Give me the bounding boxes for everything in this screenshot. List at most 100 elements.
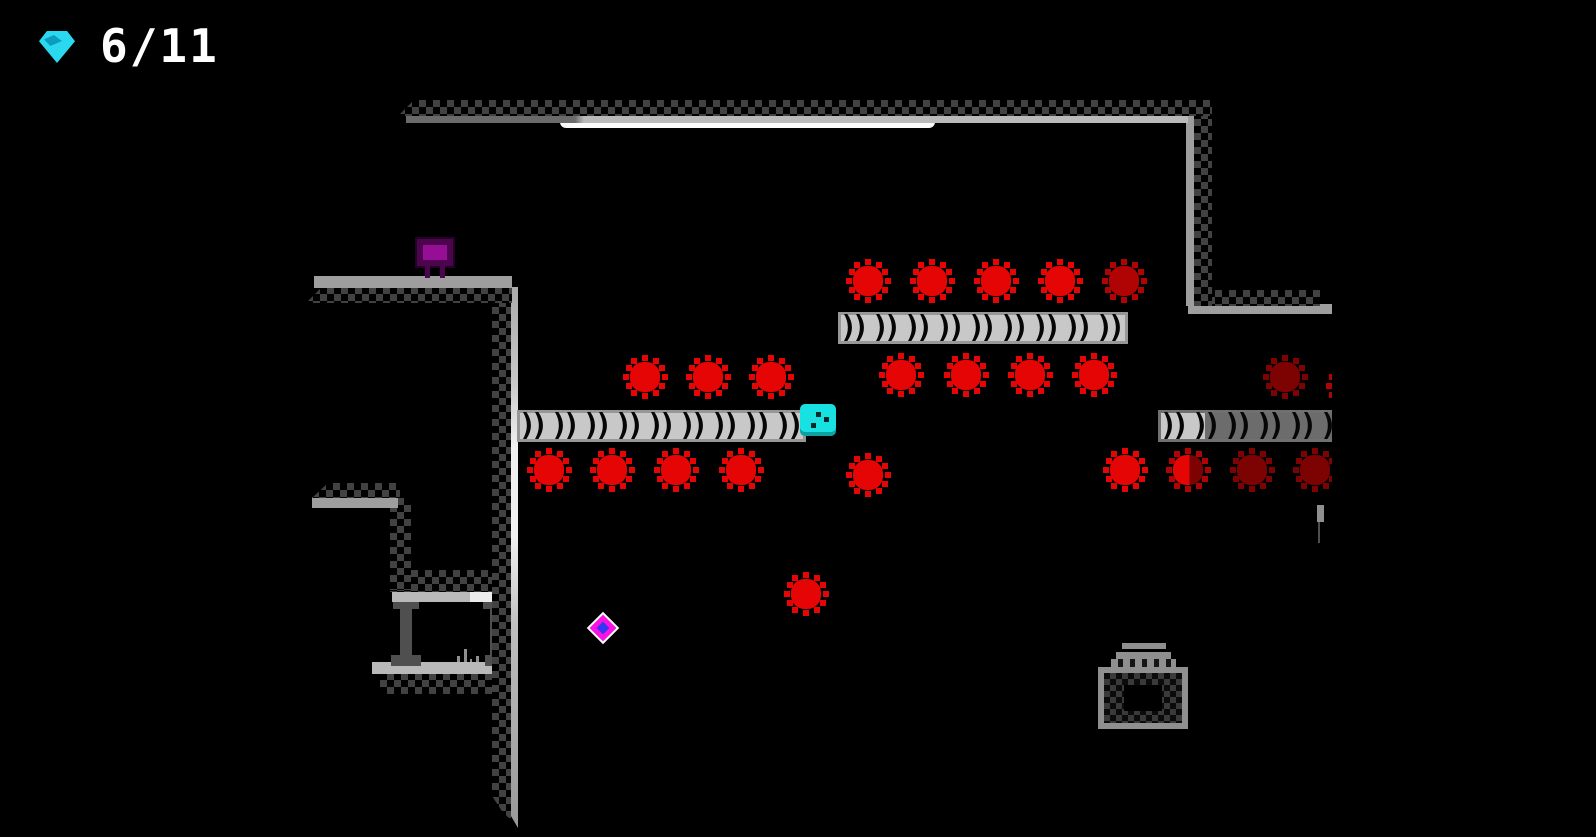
spike-core (630, 362, 660, 392)
spike-core (1109, 266, 1139, 296)
spike-teeth (623, 355, 629, 361)
spike-teeth (846, 259, 852, 265)
jar (1098, 643, 1188, 731)
spike-ball (784, 572, 829, 617)
spike-core (726, 455, 756, 485)
belt-roller-icon: )) (903, 312, 933, 344)
table-leg-a-cap (393, 600, 419, 609)
grass-tuft-1 (457, 656, 460, 663)
spike-core (853, 460, 883, 490)
spike-teeth (1008, 353, 1014, 359)
spike-ball (686, 355, 731, 400)
jar-cap (1116, 652, 1171, 659)
belt-roller-icon: )) (1031, 312, 1061, 344)
ledge-checker (312, 483, 400, 498)
spike-teeth (1293, 448, 1299, 454)
right-foot-bar (1188, 304, 1332, 314)
spike-ball (1103, 448, 1148, 493)
spike-ball (910, 259, 955, 304)
lower-platform-checker (380, 673, 513, 694)
spike-core (1237, 455, 1267, 485)
spike-ball (1166, 448, 1211, 493)
spike-ball (1072, 353, 1117, 398)
spike-ball (1038, 259, 1083, 304)
table-leg-a-stem (400, 606, 412, 660)
right-wall-edge (1186, 114, 1194, 306)
spike-core (597, 455, 627, 485)
spike-core (981, 266, 1011, 296)
belt-roller-icon: )) (839, 312, 869, 344)
player-face (800, 404, 805, 409)
turret-enemy-leg (425, 265, 430, 278)
spike-teeth (1038, 259, 1044, 265)
spike-core (1045, 266, 1075, 296)
belt-roller-icon: )) (1095, 312, 1125, 344)
spike-teeth (654, 448, 660, 454)
right-foot-checker (1194, 290, 1320, 306)
spike-teeth (590, 448, 596, 454)
spike-ball (1008, 353, 1053, 398)
spike-core (951, 360, 981, 390)
spike-ball (1102, 259, 1147, 304)
belt-roller-icon: )) (646, 410, 676, 442)
jar-cap (1122, 643, 1166, 649)
belt-roller-icon: )) (550, 410, 580, 442)
spike-core (693, 362, 723, 392)
belt-roller-icon: )) (1159, 410, 1189, 442)
belt-roller-icon: )) (742, 410, 772, 442)
spike-ball (846, 453, 891, 498)
spike-ball (944, 353, 989, 398)
spike-core (1300, 455, 1330, 485)
conveyor-right: )))))))))))) (1158, 410, 1336, 442)
purple-gem (581, 606, 625, 650)
spike-core (1270, 362, 1300, 392)
belt-roller-icon: )) (678, 410, 708, 442)
ledge-bar (312, 497, 398, 508)
conveyor-top: )))))))))))))))))) (838, 312, 1128, 344)
spike-teeth (974, 259, 980, 265)
blackout-overlay (1332, 0, 1596, 837)
spike-ball (590, 448, 635, 493)
spike-teeth (944, 353, 950, 359)
turret-enemy (412, 239, 458, 278)
belt-roller-icon: )) (1255, 410, 1285, 442)
belt-roller-icon: )) (710, 410, 740, 442)
spike-teeth (719, 448, 725, 454)
jar-neck (1111, 659, 1176, 667)
alcove-wall-checker (390, 498, 411, 590)
right-wall-checker (1194, 112, 1212, 306)
spike-teeth (1103, 448, 1109, 454)
belt-roller-icon: )) (614, 410, 644, 442)
grass-tuft-3 (470, 659, 472, 664)
belt-roller-icon: )) (1191, 410, 1221, 442)
turret-enemy-screen (417, 239, 453, 266)
spike-ball (1230, 448, 1275, 493)
spike-core (1015, 360, 1045, 390)
grass-tuft-4 (476, 656, 479, 663)
left-platform-checker (306, 287, 512, 303)
ceiling-checker (398, 100, 1212, 116)
spike-teeth (1166, 448, 1172, 454)
belt-roller-icon: )) (1319, 410, 1336, 442)
spike-ball (1263, 355, 1308, 400)
spike-teeth (527, 448, 533, 454)
pole-line (1318, 521, 1320, 543)
spike-core (791, 579, 821, 609)
spike-core (661, 455, 691, 485)
ceiling-bar (406, 114, 1188, 123)
spike-core (756, 362, 786, 392)
belt-roller-icon: )) (518, 410, 548, 442)
spike-teeth (1230, 448, 1236, 454)
left-platform-bar (314, 276, 512, 288)
belt-roller-icon: )) (774, 410, 804, 442)
spike-teeth (784, 572, 790, 578)
spike-core (534, 455, 564, 485)
belt-roller-icon: )) (999, 312, 1029, 344)
spike-teeth (1072, 353, 1078, 359)
turret-enemy-leg (440, 265, 445, 278)
belt-roller-icon: )) (1063, 312, 1093, 344)
hud-gem-counter: 6/11 (36, 23, 219, 69)
spike-teeth (846, 453, 852, 459)
spike-teeth (879, 353, 885, 359)
